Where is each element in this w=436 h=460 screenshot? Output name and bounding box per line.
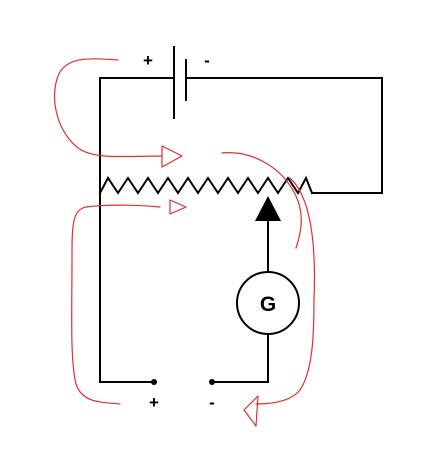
current-path-upper-arc [221,152,302,249]
terminal-plus-dot [151,379,157,385]
current-path-left-loop [71,204,161,405]
right-wire-loop [185,77,383,194]
terminal-minus-dot [209,379,215,385]
potentiometer-resistor [98,175,314,195]
galvanometer-label: G [260,293,276,316]
current-path-main-arrow-icon [161,145,183,168]
terminal-minus-sign: - [209,393,215,412]
galvanometer-wire [211,334,269,383]
terminal-plus-sign: + [149,393,159,412]
battery-plus-sign: + [143,51,153,70]
current-path-left-arrow-icon [169,199,187,215]
galvanometer-circle [236,271,300,335]
current-path-right-loop [255,177,316,405]
battery-minus-sign: - [204,51,210,70]
current-path-bottom-arrow-icon [243,395,259,427]
slider-contact-icon [255,196,281,221]
left-wire-top [99,77,175,383]
current-path-main-loop [54,58,163,158]
